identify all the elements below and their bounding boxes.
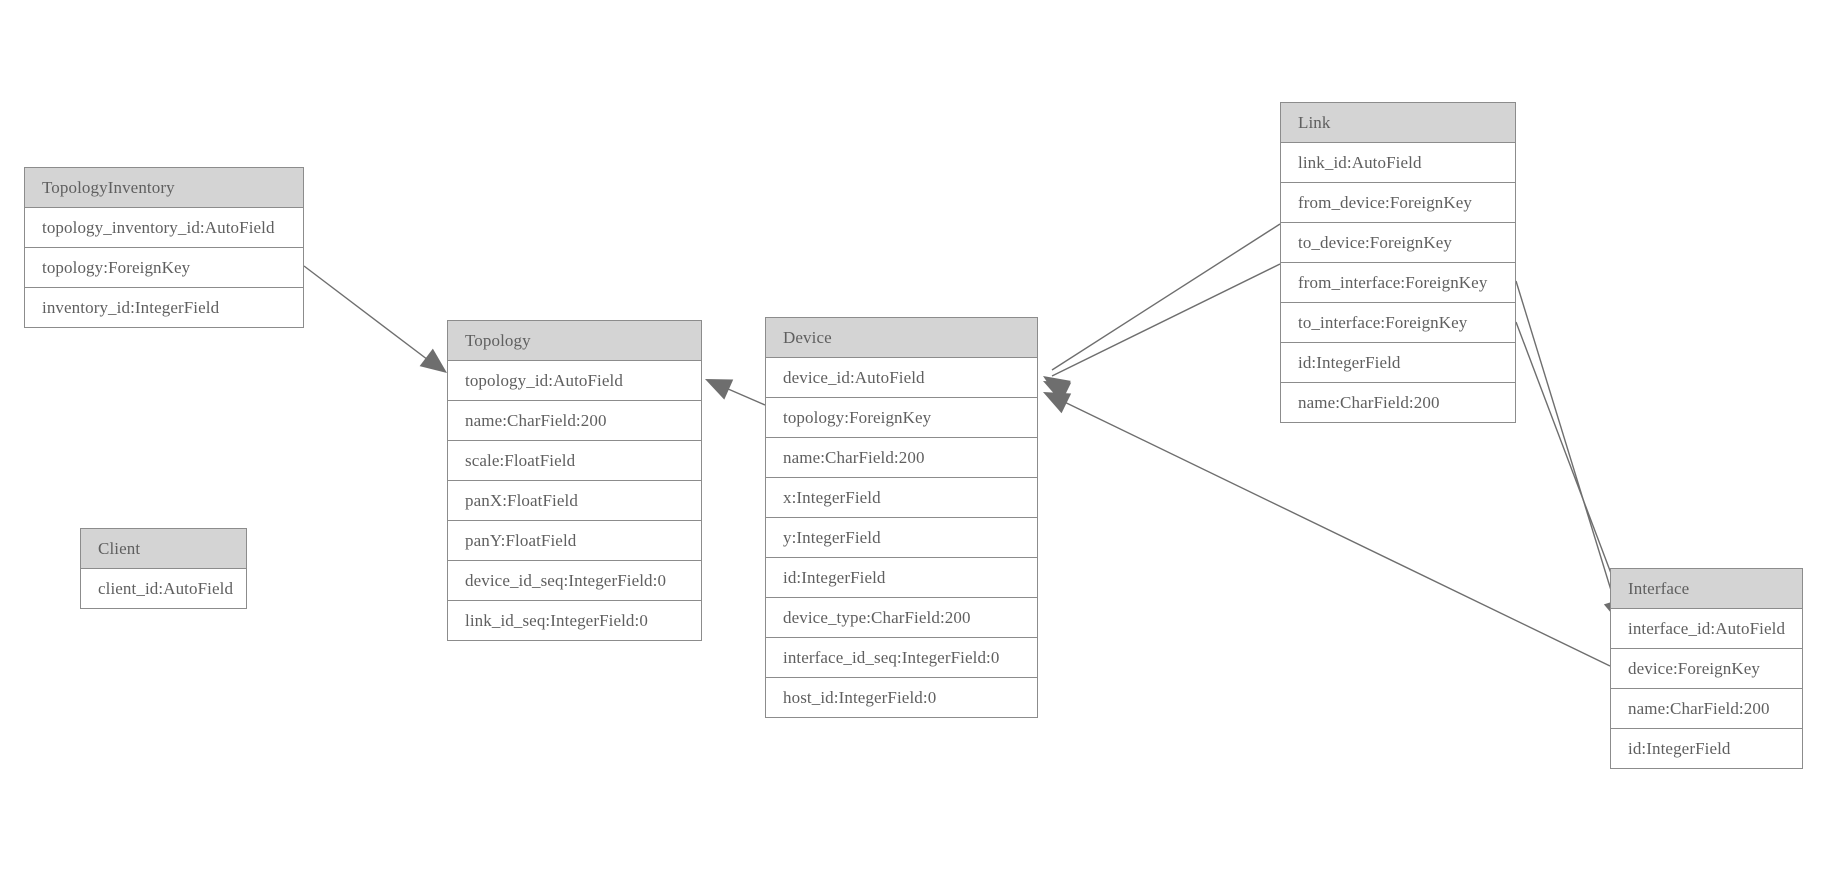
- entity-field: interface_id:AutoField: [1611, 609, 1802, 649]
- entity-field: topology_id:AutoField: [448, 361, 701, 401]
- entity-field: interface_id_seq:IntegerField:0: [766, 638, 1037, 678]
- entity-title-topology: Topology: [448, 321, 701, 361]
- entity-field: to_interface:ForeignKey: [1281, 303, 1515, 343]
- rel-device-topology: [705, 379, 766, 406]
- entity-field: name:CharField:200: [448, 401, 701, 441]
- entity-title-link: Link: [1281, 103, 1515, 143]
- entity-field: device_id:AutoField: [766, 358, 1037, 398]
- entity-field: host_id:IntegerField:0: [766, 678, 1037, 717]
- entity-field: device:ForeignKey: [1611, 649, 1802, 689]
- entity-field: panX:FloatField: [448, 481, 701, 521]
- entity-field: name:CharField:200: [766, 438, 1037, 478]
- entity-field: name:CharField:200: [1281, 383, 1515, 422]
- entity-title-interface: Interface: [1611, 569, 1802, 609]
- arrowhead-icon: [1043, 392, 1072, 414]
- entity-field: x:IntegerField: [766, 478, 1037, 518]
- entity-field: inventory_id:IntegerField: [25, 288, 303, 327]
- entity-field: id:IntegerField: [766, 558, 1037, 598]
- entity-field: link_id:AutoField: [1281, 143, 1515, 183]
- entity-title-device: Device: [766, 318, 1037, 358]
- arrowhead-icon: [705, 379, 734, 400]
- entity-title-client: Client: [81, 529, 246, 569]
- entity-field: panY:FloatField: [448, 521, 701, 561]
- entity-field: id:IntegerField: [1281, 343, 1515, 383]
- entity-field: id:IntegerField: [1611, 729, 1802, 768]
- entity-field: link_id_seq:IntegerField:0: [448, 601, 701, 640]
- entity-field: topology:ForeignKey: [766, 398, 1037, 438]
- rel-link-device-to: [1043, 263, 1281, 403]
- entity-field: from_device:ForeignKey: [1281, 183, 1515, 223]
- entity-field: client_id:AutoField: [81, 569, 246, 608]
- entity-field: to_device:ForeignKey: [1281, 223, 1515, 263]
- entity-field: topology:ForeignKey: [25, 248, 303, 288]
- rel-link-device-from: [1043, 223, 1281, 400]
- entity-field: topology_inventory_id:AutoField: [25, 208, 303, 248]
- entity-field: device_type:CharField:200: [766, 598, 1037, 638]
- entity-field: from_interface:ForeignKey: [1281, 263, 1515, 303]
- entity-field: scale:FloatField: [448, 441, 701, 481]
- entity-field: y:IntegerField: [766, 518, 1037, 558]
- arrowhead-icon: [1043, 376, 1071, 400]
- entity-field: device_id_seq:IntegerField:0: [448, 561, 701, 601]
- rel-topologyinventory-topology: [303, 265, 447, 373]
- rel-interface-device: [1043, 392, 1611, 667]
- entity-title-topology_inventory: TopologyInventory: [25, 168, 303, 208]
- entity-field: name:CharField:200: [1611, 689, 1802, 729]
- arrowhead-icon: [1043, 381, 1072, 403]
